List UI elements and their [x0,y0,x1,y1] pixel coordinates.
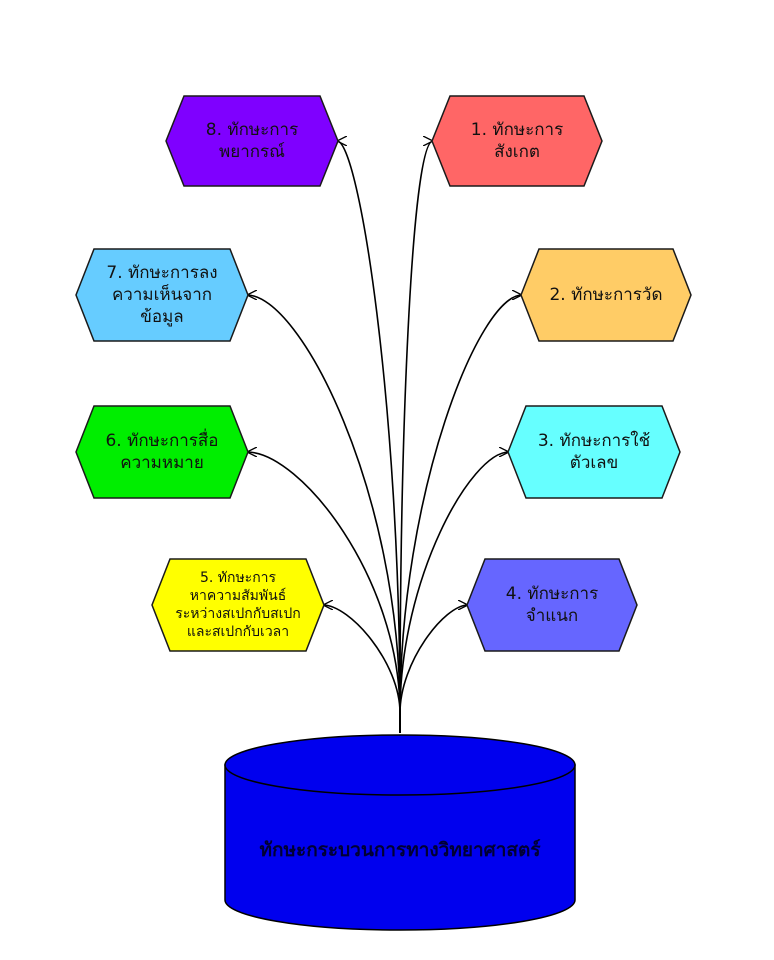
skill-node-text-line: พยากรณ์ [219,142,285,162]
skill-node-text-line: 4. ทักษะการ [505,584,599,604]
skill-node-text-line: สังเกต [494,142,540,162]
skill-node-hexagon-1 [431,95,603,187]
skill-node-text-line: ความหมาย [120,453,204,473]
skill-node-text-line: ความเห็นจาก [111,285,213,305]
connector-arrow-2 [399,295,522,714]
skill-node-6: 6. ทักษะการสื่อความหมาย [76,406,248,498]
skill-nodes [75,95,692,652]
skill-node-text-line: ระหว่างสเปกกับสเปก [175,606,301,622]
connector-arrow-6 [247,452,401,714]
connector-arrow-7 [247,295,401,714]
connectors [247,141,522,733]
skill-node-5: 5. ทักษะการหาความสัมพันธ์ระหว่างสเปกกับส… [152,559,324,651]
skill-node-8: 8. ทักษะการพยากรณ์ [166,96,338,186]
skill-node-4: 4. ทักษะการจำแนก [467,559,637,651]
connector-arrow-1 [399,141,433,714]
skill-node-text-line: 7. ทักษะการลง [106,263,218,283]
skill-node-text-line: จำแนก [525,606,579,626]
skill-node-text-line: และสเปกกับเวลา [186,624,290,640]
cylinder-body [224,764,576,931]
skill-node-text-line: 5. ทักษะการ [199,570,277,586]
skill-node-hexagon-5 [151,558,325,652]
skill-node-text-line: 2. ทักษะการวัด [549,285,663,305]
connector-arrow-4 [399,605,468,714]
skill-node-text-line: 3. ทักษะการใช้ [537,431,651,451]
skill-node-1: 1. ทักษะการสังเกต [432,96,602,186]
skill-node-2: 2. ทักษะการวัด [521,249,691,341]
skill-node-3: 3. ทักษะการใช้ตัวเลข [508,406,680,498]
base-label: ทักษะกระบวนการทางวิทยาศาสตร์ [259,839,541,861]
skill-node-hexagon-6 [75,405,249,499]
base-cylinder [224,734,576,931]
skill-node-7: 7. ทักษะการลงความเห็นจากข้อมูล [76,249,248,341]
skill-node-text-line: หาความสัมพันธ์ [189,588,287,604]
connector-arrow-3 [399,452,509,714]
connector-arrow-5 [323,605,401,714]
skill-node-hexagon-3 [507,405,681,499]
skill-node-hexagon-4 [466,558,638,652]
skill-node-text-line: ข้อมูล [140,307,184,327]
skill-node-hexagon-2 [520,248,692,342]
cylinder-top [224,734,576,796]
skill-node-text-line: 8. ทักษะการ [205,120,299,140]
connector-arrow-8 [337,141,401,714]
skill-node-text-line: 1. ทักษะการ [470,120,564,140]
skill-node-hexagon-7 [75,248,249,342]
skill-node-text-line: ตัวเลข [569,453,619,473]
skill-node-text-line: 6. ทักษะการสื่อ [105,431,219,451]
skill-node-hexagon-8 [165,95,339,187]
